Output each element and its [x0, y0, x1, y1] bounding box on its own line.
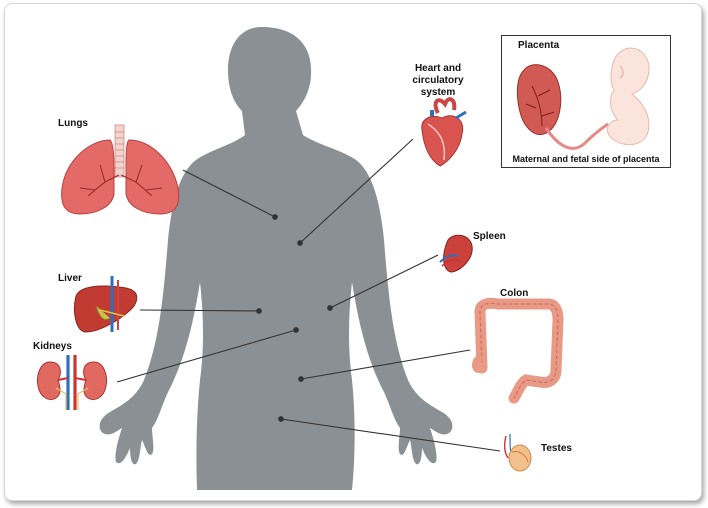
- placenta-illustration: [516, 47, 650, 150]
- placenta-title: Placenta: [518, 40, 560, 51]
- leader-line-lungs: [182, 169, 276, 218]
- testes-illustration: [503, 433, 532, 472]
- leader-dot-kidneys: [293, 327, 299, 333]
- leader-lines: [116, 138, 501, 452]
- label-testes: Testes: [541, 443, 572, 454]
- colon-illustration: [471, 297, 564, 404]
- label-liver: Liver: [58, 273, 82, 284]
- leader-dot-colon: [298, 376, 304, 382]
- human-silhouette: [99, 27, 453, 490]
- heart-illustration: [421, 97, 467, 167]
- placenta-inset: Placenta Maternal and fetal side of plac…: [501, 35, 671, 168]
- label-spleen: Spleen: [473, 231, 506, 242]
- leader-dot-spleen: [327, 305, 333, 311]
- leader-dot-liver: [256, 308, 262, 314]
- leader-dot-heart: [297, 240, 303, 246]
- leader-line-heart: [299, 138, 414, 244]
- kidneys-illustration: [37, 355, 107, 410]
- leader-line-kidneys: [116, 329, 297, 383]
- label-colon: Colon: [500, 288, 529, 299]
- leader-dot-testes: [278, 416, 284, 422]
- leader-line-liver: [139, 309, 260, 312]
- spleen-illustration: [439, 234, 473, 273]
- liver-illustration: [73, 276, 138, 333]
- leader-line-testes: [280, 418, 501, 452]
- leader-dot-lungs: [272, 214, 278, 220]
- leader-line-spleen: [329, 254, 439, 309]
- label-kidneys: Kidneys: [33, 341, 72, 352]
- leader-line-colon: [300, 349, 471, 380]
- label-heart: Heart and circulatory system: [412, 63, 464, 98]
- lungs-illustration: [61, 124, 180, 215]
- placenta-caption: Maternal and fetal side of placenta: [512, 154, 660, 164]
- label-lungs: Lungs: [58, 118, 88, 129]
